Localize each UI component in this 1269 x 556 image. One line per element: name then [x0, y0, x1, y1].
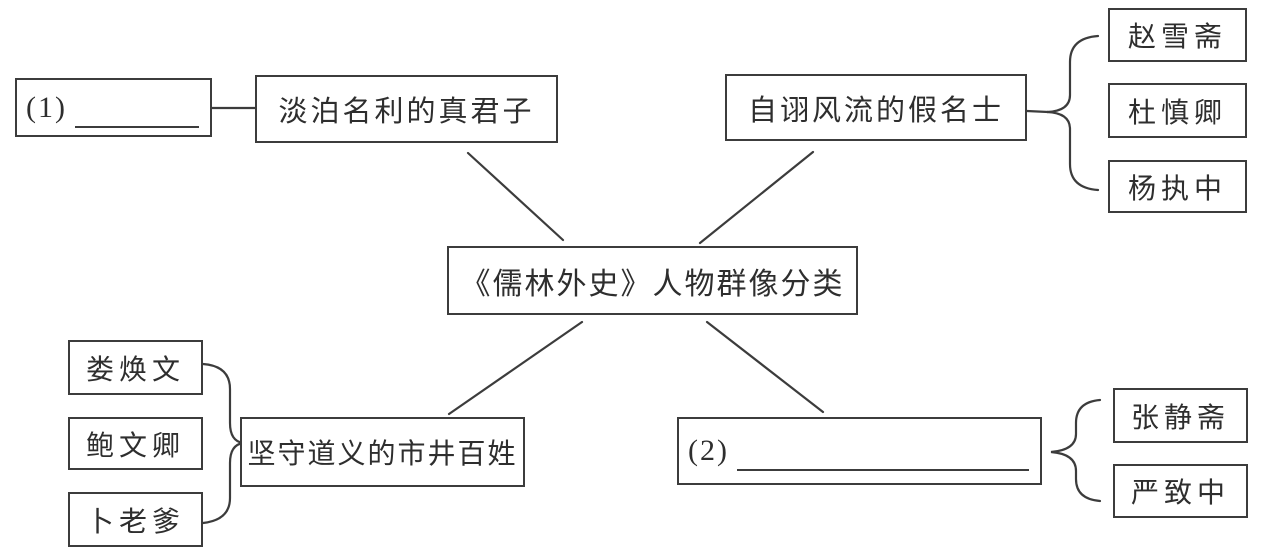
center-node: 《儒林外史》人物群像分类 [447, 246, 858, 315]
answer-box-1: (1) [15, 78, 212, 137]
member-box-du-shenqing: 杜慎卿 [1108, 83, 1247, 138]
member-label-yang-zhizhong: 杨执中 [1127, 173, 1227, 205]
line-center-to-answer2 [705, 320, 825, 414]
member-box-zhang-jingzhai: 张静斋 [1113, 388, 1248, 443]
answer-1-blank [74, 106, 199, 128]
brace-blank-category [1050, 398, 1102, 503]
member-box-yan-zhizhong: 严致中 [1113, 464, 1248, 518]
member-box-zhao-xuezhai: 赵雪斋 [1108, 8, 1247, 62]
member-label-lou-huanwen: 娄焕文 [85, 354, 185, 386]
brace-fake-celebrities [1046, 34, 1100, 192]
category-label-loyal-commoners: 坚守道义的市井百姓 [247, 439, 518, 470]
member-box-bu-laodie: 卜老爹 [68, 492, 203, 547]
member-label-bu-laodie: 卜老爹 [85, 506, 185, 538]
answer-2-blank [736, 449, 1029, 471]
line-category2-to-center [698, 150, 815, 245]
line-center-to-category3 [447, 320, 584, 416]
category-box-loyal-commoners: 坚守道义的市井百姓 [240, 417, 525, 487]
answer-2-prefix: (2) [688, 434, 729, 467]
line-category1-to-center [466, 151, 565, 242]
member-label-bao-wenqing: 鲍文卿 [85, 430, 185, 462]
center-node-label: 《儒林外史》人物群像分类 [460, 267, 845, 301]
answer-1-prefix: (1) [26, 90, 67, 124]
answer-box-2: (2) [677, 417, 1042, 485]
category-box-fake-celebrities: 自诩风流的假名士 [725, 74, 1027, 141]
member-box-yang-zhizhong: 杨执中 [1108, 160, 1247, 213]
member-box-lou-huanwen: 娄焕文 [68, 340, 203, 395]
category-label-fake-celebrities: 自诩风流的假名士 [747, 94, 1004, 127]
member-label-zhao-xuezhai: 赵雪斋 [1127, 22, 1227, 53]
category-box-true-gentlemen: 淡泊名利的真君子 [255, 75, 558, 143]
member-box-bao-wenqing: 鲍文卿 [68, 417, 203, 470]
member-label-zhang-jingzhai: 张静斋 [1130, 402, 1230, 434]
category-label-true-gentlemen: 淡泊名利的真君子 [278, 96, 535, 128]
member-label-du-shenqing: 杜慎卿 [1127, 97, 1227, 129]
brace-loyal-commoners [201, 362, 244, 525]
member-label-yan-zhizhong: 严致中 [1130, 478, 1230, 509]
line-category2-to-brace [1025, 109, 1050, 114]
